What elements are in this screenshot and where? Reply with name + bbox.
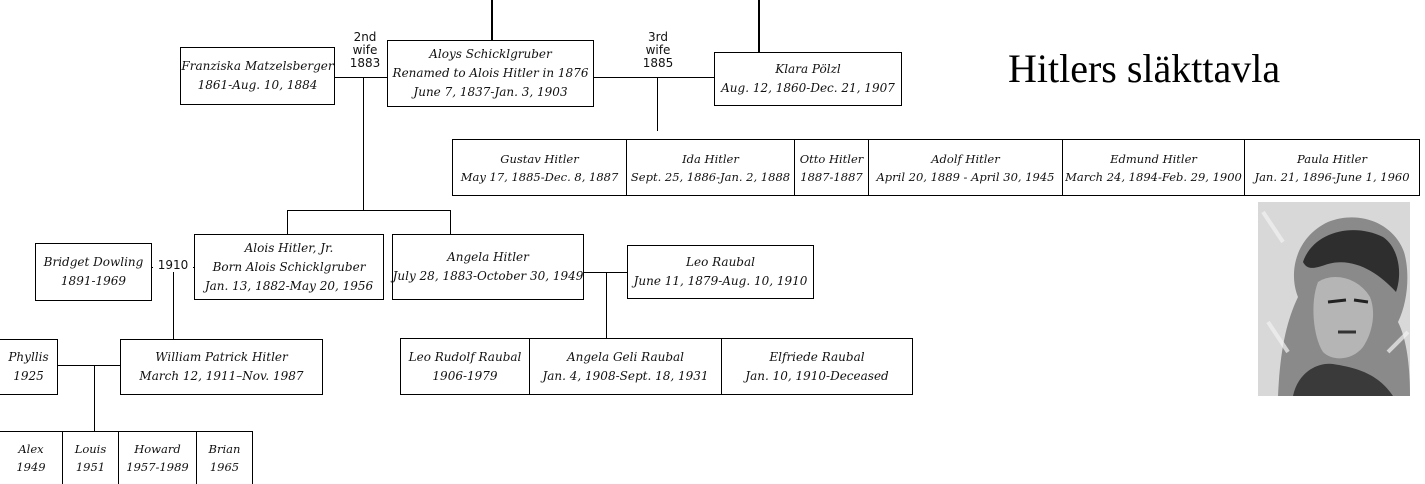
marriage-year: 1885 [642, 56, 674, 70]
person-name: Howard [134, 442, 181, 456]
person-dates: Jan. 13, 1882-May 20, 1956 [204, 278, 374, 293]
person-name: Bridget Dowling [43, 255, 144, 269]
person-gustav-hitler: Gustav Hitler May 17, 1885-Dec. 8, 1887 [452, 139, 627, 196]
person-louis: Louis 1951 [62, 431, 119, 484]
person-elfriede-raubal: Elfriede Raubal Jan. 10, 1910-Deceased [721, 338, 913, 395]
person-angela-geli-raubal: Angela Geli Raubal Jan. 4, 1908-Sept. 18… [529, 338, 722, 395]
person-name: Phyllis [8, 350, 49, 364]
person-aloys-schicklgruber: Aloys Schicklgruber Renamed to Alois Hit… [387, 40, 594, 107]
marriage-line-aloys-klara [594, 77, 714, 78]
person-dates: June 7, 1837-Jan. 3, 1903 [413, 85, 568, 99]
person-name: Alois Hitler, Jr. [244, 240, 334, 255]
person-dates: March 12, 1911–Nov. 1987 [139, 369, 304, 383]
person-name: Edmund Hitler [1110, 151, 1197, 166]
person-alex: Alex 1949 [0, 431, 63, 484]
person-dates: 1925 [13, 369, 44, 383]
person-phyllis: Phyllis 1925 [0, 339, 58, 395]
person-name: Angela Hitler [447, 250, 529, 264]
marriage-ordinal: 2nd [353, 30, 377, 44]
person-note: Renamed to Alois Hitler in 1876 [392, 66, 589, 80]
marriage-year: 1910 [157, 258, 189, 272]
person-dates: 1891-1969 [60, 274, 127, 288]
person-alois-hitler-jr: Alois Hitler, Jr. Born Alois Schicklgrub… [194, 234, 384, 300]
person-otto-hitler: Otto Hitler 1887-1887 [794, 139, 869, 196]
person-leo-raubal: Leo Raubal June 11, 1879-Aug. 10, 1910 [627, 245, 814, 299]
person-name: Elfriede Raubal [769, 349, 865, 364]
person-name: Aloys Schicklgruber [429, 47, 552, 61]
person-name: Alex [18, 442, 44, 456]
person-leo-rudolf-raubal: Leo Rudolf Raubal 1906-1979 [400, 338, 530, 395]
person-dates: 1949 [16, 460, 46, 474]
portrait-image [1258, 202, 1410, 396]
person-dates: Jan. 21, 1896-June 1, 1960 [1254, 169, 1410, 184]
person-adolf-hitler: Adolf Hitler April 20, 1889 - April 30, … [868, 139, 1063, 196]
person-dates: May 17, 1885-Dec. 8, 1887 [460, 169, 619, 184]
portrait-photo [1258, 202, 1410, 396]
person-ida-hitler: Ida Hitler Sept. 25, 1886-Jan. 2, 1888 [626, 139, 795, 196]
person-bridget-dowling: Bridget Dowling 1891-1969 [35, 243, 152, 301]
marriage-label-third-wife: 3rd wife 1885 [634, 31, 682, 70]
sibling-bar-alois-angela [287, 210, 451, 211]
descent-line-william-children [94, 365, 95, 431]
person-name: Louis [74, 442, 107, 456]
drop-line-angela [450, 210, 451, 234]
person-name: Leo Rudolf Raubal [408, 349, 522, 364]
person-dates: 1906-1979 [432, 368, 498, 383]
person-klara-polzl: Klara Pölzl Aug. 12, 1860-Dec. 21, 1907 [714, 52, 902, 106]
person-dates: 1861-Aug. 10, 1884 [197, 78, 318, 92]
person-name: William Patrick Hitler [155, 350, 288, 364]
person-name: Paula Hitler [1297, 151, 1367, 166]
person-dates: 1887-1887 [800, 169, 863, 184]
marriage-year: 1883 [349, 56, 381, 70]
person-edmund-hitler: Edmund Hitler March 24, 1894-Feb. 29, 19… [1062, 139, 1245, 196]
person-dates: Aug. 12, 1860-Dec. 21, 1907 [721, 81, 895, 95]
person-angela-hitler: Angela Hitler July 28, 1883-October 30, … [392, 234, 584, 300]
klara-parent-line [758, 0, 760, 52]
descent-line-franziska-children [363, 77, 364, 210]
person-dates: June 11, 1879-Aug. 10, 1910 [633, 274, 808, 288]
person-dates: 1965 [209, 460, 240, 474]
person-dates: Jan. 4, 1908-Sept. 18, 1931 [542, 368, 709, 383]
marriage-label-second-wife: 2nd wife 1883 [344, 31, 386, 70]
person-name: Brian [208, 442, 241, 456]
person-note: Born Alois Schicklgruber [212, 259, 366, 274]
person-dates: 1957-1989 [126, 460, 189, 474]
person-name: Franziska Matzelsberger [181, 59, 334, 73]
person-name: Adolf Hitler [931, 151, 1000, 166]
marriage-word: wife [645, 43, 671, 57]
marriage-label-bridget: 1910 [153, 259, 193, 272]
person-name: Ida Hitler [682, 151, 739, 166]
marriage-line-franziska-aloys [335, 77, 387, 78]
marriage-ordinal: 3rd [648, 30, 668, 44]
aloys-parent-line [491, 0, 493, 40]
person-name: Klara Pölzl [775, 62, 841, 76]
marriage-line-phyllis-william [58, 365, 120, 366]
marriage-word: wife [352, 43, 378, 57]
person-william-patrick-hitler: William Patrick Hitler March 12, 1911–No… [120, 339, 323, 395]
person-dates: April 20, 1889 - April 30, 1945 [876, 169, 1055, 184]
person-dates: Sept. 25, 1886-Jan. 2, 1888 [630, 169, 791, 184]
person-name: Otto Hitler [799, 151, 864, 166]
person-dates: Jan. 10, 1910-Deceased [745, 368, 889, 383]
person-dates: 1951 [75, 460, 106, 474]
drop-line-alois-jr [287, 210, 288, 234]
page-title: Hitlers släkttavla [1008, 46, 1281, 91]
descent-line-william [173, 267, 174, 339]
person-name: Angela Geli Raubal [566, 349, 685, 364]
person-brian: Brian 1965 [196, 431, 253, 484]
descent-line-klara-children [657, 77, 658, 131]
person-howard: Howard 1957-1989 [118, 431, 197, 484]
descent-line-raubal-children [606, 272, 607, 338]
person-name: Gustav Hitler [500, 151, 579, 166]
person-franziska-matzelsberger: Franziska Matzelsberger 1861-Aug. 10, 18… [180, 47, 335, 105]
person-dates: July 28, 1883-October 30, 1949 [392, 269, 584, 283]
person-dates: March 24, 1894-Feb. 29, 1900 [1065, 169, 1242, 184]
marriage-line-angela-leo [584, 272, 627, 273]
person-paula-hitler: Paula Hitler Jan. 21, 1896-June 1, 1960 [1244, 139, 1420, 196]
person-name: Leo Raubal [686, 255, 755, 269]
